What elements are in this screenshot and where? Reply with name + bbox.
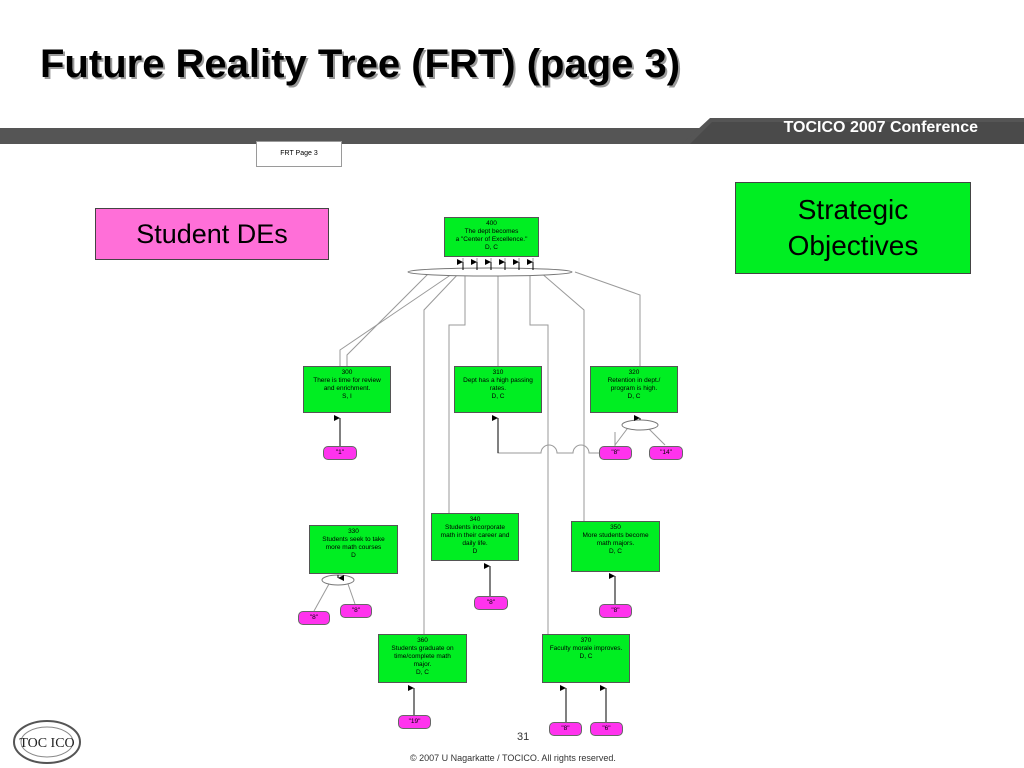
node-340-id: 340 (469, 516, 481, 523)
node-330-line2: more math courses (325, 544, 382, 551)
page-number: 31 (517, 731, 530, 743)
node-370-line2: D, C (579, 653, 593, 660)
strategic-label-line1: Strategic (797, 194, 909, 225)
node-340: 340 Students incorporate math in their c… (431, 513, 519, 561)
node-300-line3: S, I (342, 393, 352, 400)
node-350-line1: More students become (582, 532, 649, 539)
ref-pill: "8" (549, 722, 582, 736)
node-360-line3: major. (413, 661, 432, 668)
node-320-id: 320 (628, 369, 640, 376)
node-300: 300 There is time for review and enrichm… (303, 366, 391, 413)
node-300-line2: and enrichment. (323, 385, 371, 392)
slide-title: Future Reality Tree (FRT) (page 3) (40, 42, 681, 86)
node-400-line1: The dept becomes (464, 228, 519, 235)
node-360: 360 Students graduate on time/complete m… (378, 634, 467, 683)
node-370-line1: Faculty morale improves. (549, 645, 623, 652)
node-330-line3: D (351, 552, 356, 559)
header-banner (0, 118, 1024, 144)
node-330-line1: Students seek to take (322, 536, 385, 543)
ref-pill: "8" (340, 604, 372, 618)
node-360-line1: Students graduate on (391, 645, 454, 652)
node-300-id: 300 (341, 369, 353, 376)
ref-pill: "8" (298, 611, 330, 625)
node-400: 400 The dept becomes a "Center of Excell… (444, 217, 539, 257)
node-350: 350 More students become math majors. D,… (571, 521, 660, 572)
ref-pill: "8" (599, 446, 632, 460)
node-310: 310 Dept has a high passing rates. D, C (454, 366, 542, 413)
node-350-line2: math majors. (596, 540, 635, 547)
ref-pill: "6" (590, 722, 623, 736)
node-370-id: 370 (580, 637, 592, 644)
node-340-line2: math in their career and (440, 532, 510, 539)
conference-name: TOCICO 2007 Conference (783, 119, 978, 136)
node-350-line3: D, C (609, 548, 622, 555)
tocico-logo: TOC ICO (13, 720, 81, 764)
node-360-line4: D, C (416, 669, 429, 676)
node-400-line2: a "Center of Excellence." (455, 236, 528, 243)
node-310-line2: rates. (489, 385, 507, 392)
node-320-line3: D, C (627, 393, 641, 400)
node-360-id: 360 (417, 637, 428, 644)
node-310-id: 310 (492, 369, 504, 376)
logo-text: TOC ICO (19, 736, 74, 751)
ref-pill: "19" (398, 715, 431, 729)
node-310-line1: Dept has a high passing (463, 377, 533, 384)
node-330-id: 330 (348, 528, 359, 535)
node-320-line2: program is high. (610, 385, 658, 392)
copyright-notice: © 2007 U Nagarkatte / TOCICO. All rights… (410, 753, 616, 763)
node-340-line4: D (472, 548, 478, 555)
node-370: 370 Faculty morale improves. D, C (542, 634, 630, 683)
node-320: 320 Retention in dept./ program is high.… (590, 366, 678, 413)
student-des-label: Student DEs (95, 208, 329, 260)
frt-page-tag: FRT Page 3 (256, 141, 342, 167)
node-400-id: 400 (486, 220, 497, 227)
node-360-line2: time/complete math (394, 653, 451, 660)
node-400-line3: D, C (485, 244, 498, 251)
strategic-objectives-label: Strategic Objectives (735, 182, 971, 274)
node-330: 330 Students seek to take more math cour… (309, 525, 398, 574)
node-310-line3: D, C (491, 393, 505, 400)
node-350-id: 350 (610, 524, 621, 531)
node-340-line1: Students incorporate (445, 524, 505, 531)
ref-pill: "1" (323, 446, 357, 460)
strategic-label-line2: Objectives (787, 230, 919, 261)
ref-pill: "8" (474, 596, 508, 610)
node-340-line3: daily life. (462, 540, 488, 547)
ref-pill: "8" (599, 604, 632, 618)
node-320-line1: Retention in dept./ (607, 377, 661, 384)
ref-pill: "14" (649, 446, 683, 460)
node-300-line1: There is time for review (313, 377, 381, 384)
